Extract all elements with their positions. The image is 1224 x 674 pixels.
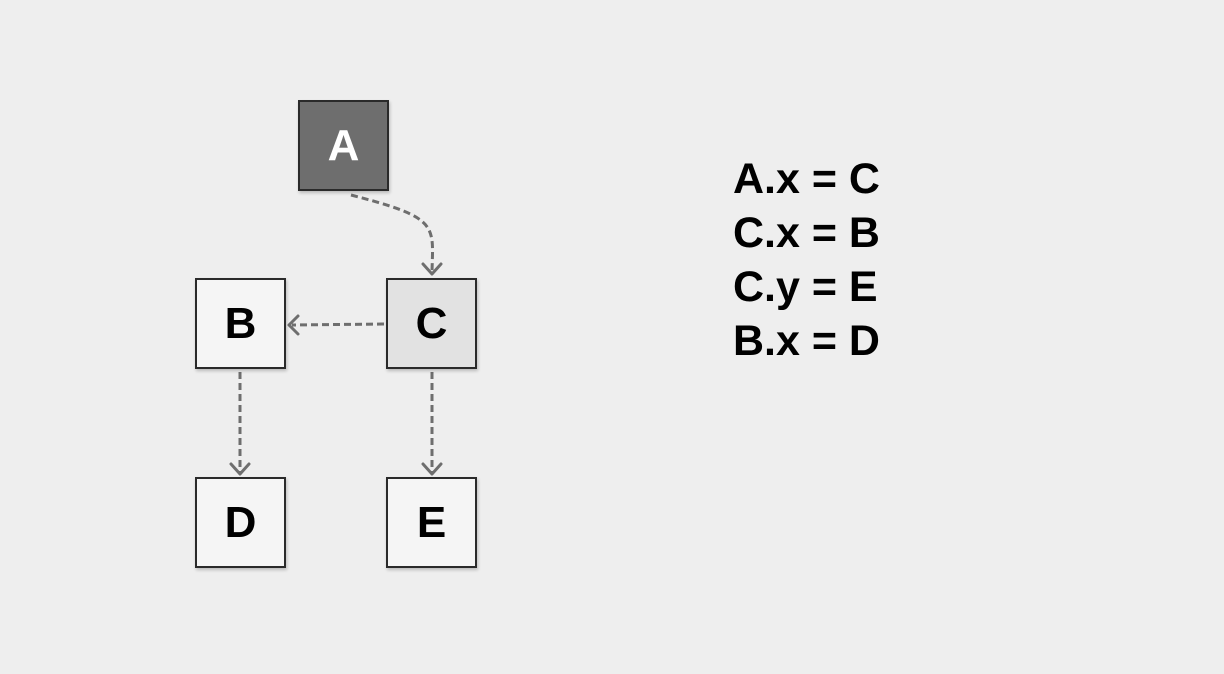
node-a: A [298, 100, 389, 191]
edge-c-to-b [291, 322, 385, 327]
node-c-label: C [415, 298, 448, 348]
node-e-label: E [416, 497, 447, 547]
node-c: C [386, 278, 477, 369]
node-a-label: A [327, 120, 360, 170]
node-b: B [195, 278, 286, 369]
edge-a-to-c [350, 193, 435, 273]
arrowhead-b-to-d [229, 462, 251, 476]
node-e: E [386, 477, 477, 568]
arrowhead-c-to-b [287, 314, 300, 336]
node-d-label: D [224, 497, 257, 547]
node-d: D [195, 477, 286, 568]
arrowhead-a-to-c [421, 262, 443, 276]
equation-line: B.x = D [733, 317, 880, 365]
equation-line: A.x = C [733, 155, 880, 203]
node-b-label: B [224, 298, 257, 348]
arrowhead-c-to-e [421, 462, 443, 476]
equation-line: C.x = B [733, 209, 880, 257]
equation-line: C.y = E [733, 263, 878, 311]
equation-list: A.x = C C.x = B C.y = E B.x = D [733, 152, 880, 368]
